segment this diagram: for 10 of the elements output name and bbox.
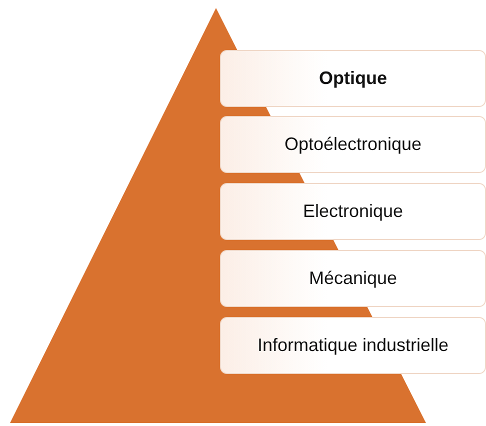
level-box [220, 50, 486, 107]
level-box [220, 250, 486, 307]
level-label: Optoélectronique [284, 134, 422, 155]
level-label: Mécanique [308, 268, 398, 289]
level-box [220, 116, 486, 173]
level-box [220, 317, 486, 374]
level-box [220, 183, 486, 240]
level-label: Optique [319, 68, 387, 89]
level-label: Informatique industrielle [257, 335, 449, 356]
level-label: Electronique [302, 201, 404, 222]
